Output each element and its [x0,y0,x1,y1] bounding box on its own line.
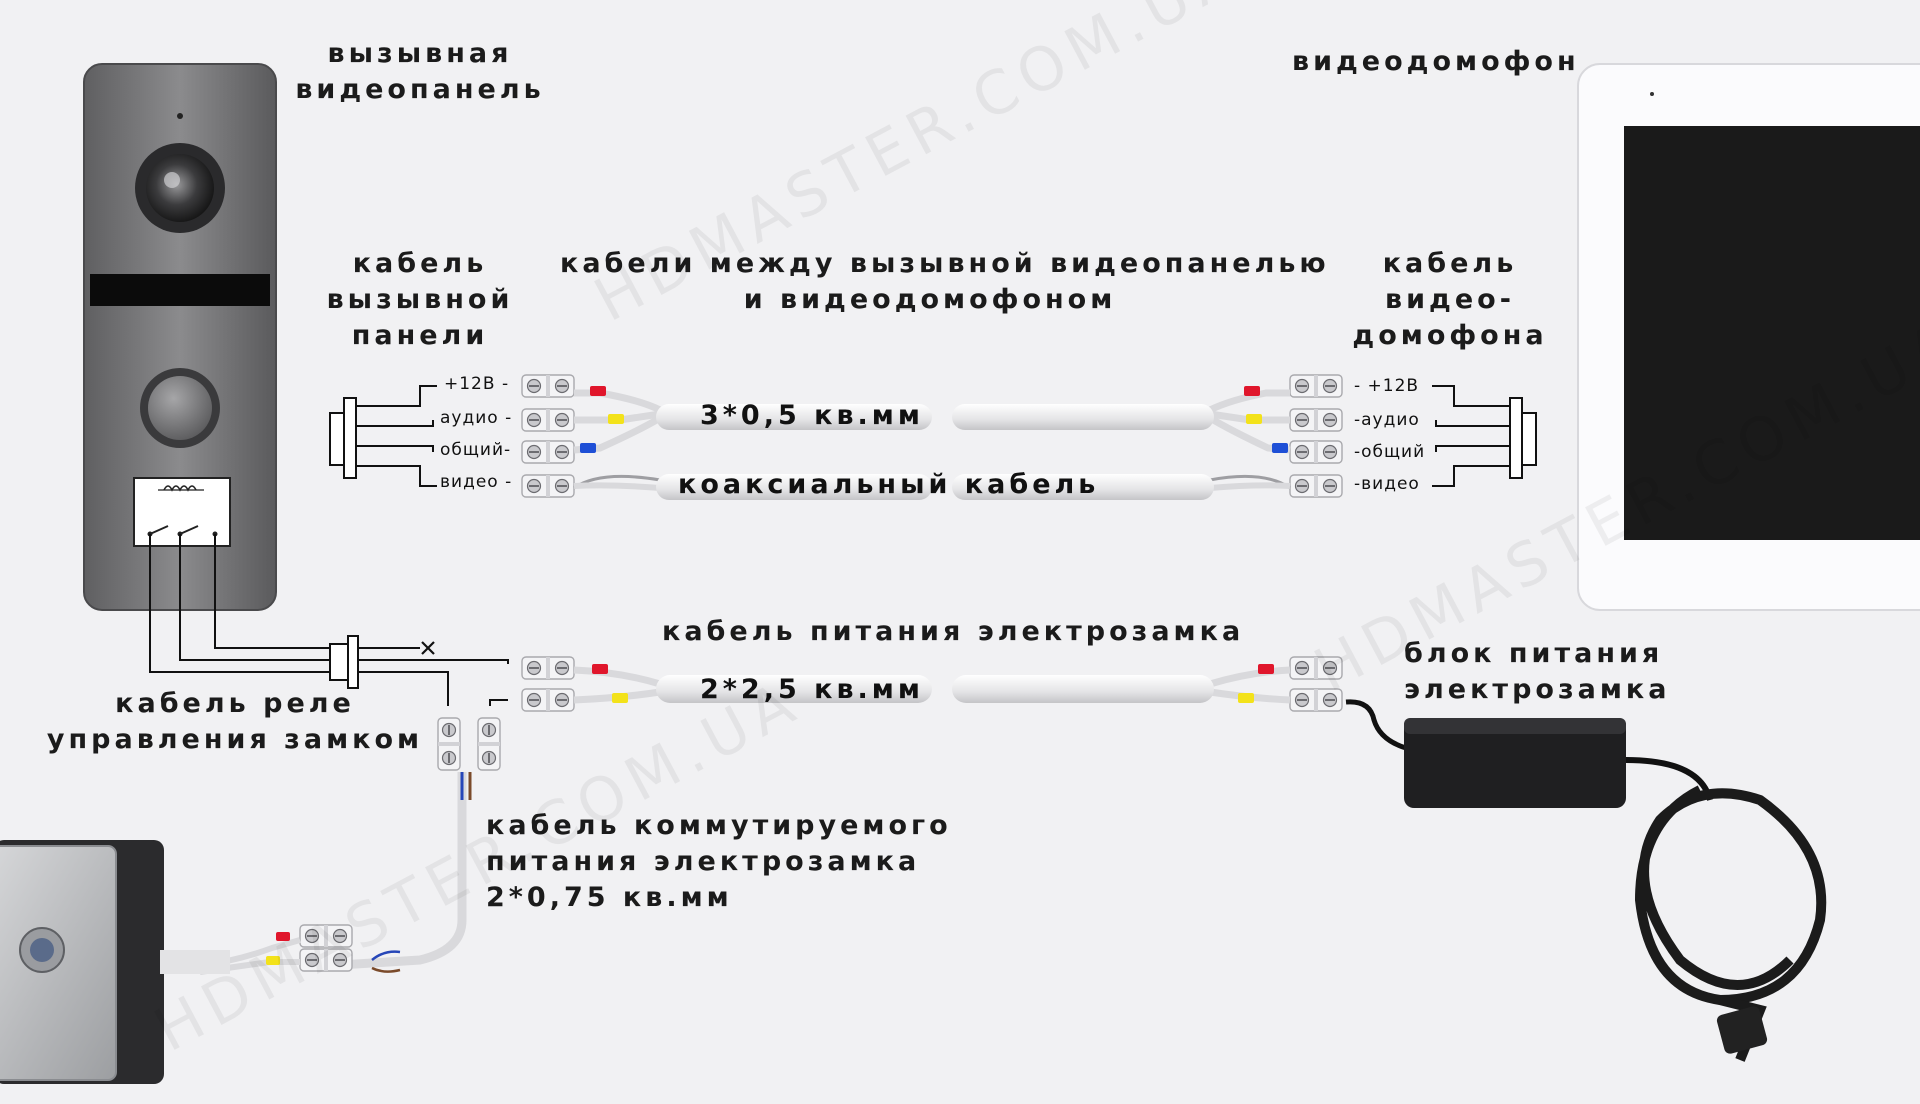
call-panel-device [83,63,277,611]
monitor-cable-connector [1432,385,1537,487]
wire-label-left-common: общий- [440,440,512,460]
power-supply-device [1345,699,1827,1062]
relay-cable-title-line1: кабель реле [115,688,355,719]
relay-cable [149,534,509,706]
wire-label-right-12v: - +12В [1354,376,1420,396]
relay-cable-title: кабель реле управления замком [40,686,430,758]
monitor-device [1577,63,1920,611]
panel-cable-title-line1: кабель [352,248,488,279]
wire-label-right-video: -видео [1354,474,1420,494]
switched-cable-title-line3: 2*0,75 кв.мм [486,882,733,913]
signal-cables [521,374,1343,500]
panel-cable-title-line3: панели [351,320,489,351]
wire-label-right-audio: -аудио [1354,410,1420,430]
call-panel-title-line2: видеопанель [295,74,545,105]
wire-label-left-video: видео - [440,472,513,492]
wire-label-left-12v: +12В - [444,374,510,394]
relay-cable-title-line2: управления замком [46,724,424,755]
monitor-cable-title-line2: видео- [1385,284,1515,315]
panel-cable-title-line2: вызывной [326,284,514,315]
power-cable-spec: 2*2,5 кв.мм [700,674,924,705]
panel-cable-title: кабель вызывной панели [300,246,540,354]
lock-power-cable-title: кабель питания электрозамка [662,616,1245,647]
signal-cable-spec: 3*0,5 кв.мм [700,400,924,431]
cables-between-title-line1: кабели между вызывной видеопанелью [560,248,1330,279]
monitor-cable-title-line1: кабель [1382,248,1518,279]
call-panel-title-line1: вызывная [327,38,513,69]
wire-label-right-common: -общий [1354,442,1426,462]
call-panel-title: вызывная видеопанель [270,36,570,108]
monitor-cable-title-line3: домофона [1352,320,1548,351]
switched-cable-title-line1: кабель коммутируемого [486,810,952,841]
panel-cable-connector [329,385,437,487]
monitor-cable-title: кабель видео- домофона [1330,246,1570,354]
wire-label-left-audio: аудио - [440,408,513,428]
lock-power-cable [521,656,1343,712]
switched-cable-title: кабель коммутируемого питания электрозам… [486,808,952,916]
electric-lock-device [0,840,230,1084]
cables-between-title-line2: и видеодомофоном [743,284,1117,315]
psu-title: блок питания электрозамка [1404,636,1670,708]
psu-title-line1: блок питания [1404,638,1664,669]
coax-cable-spec: коаксиальный кабель [678,469,1100,500]
monitor-title: видеодомофон [1292,46,1580,77]
psu-title-line2: электрозамка [1404,674,1671,705]
switched-cable-title-line2: питания электрозамка [486,846,921,877]
cables-between-title: кабели между вызывной видеопанелью и вид… [560,246,1330,318]
